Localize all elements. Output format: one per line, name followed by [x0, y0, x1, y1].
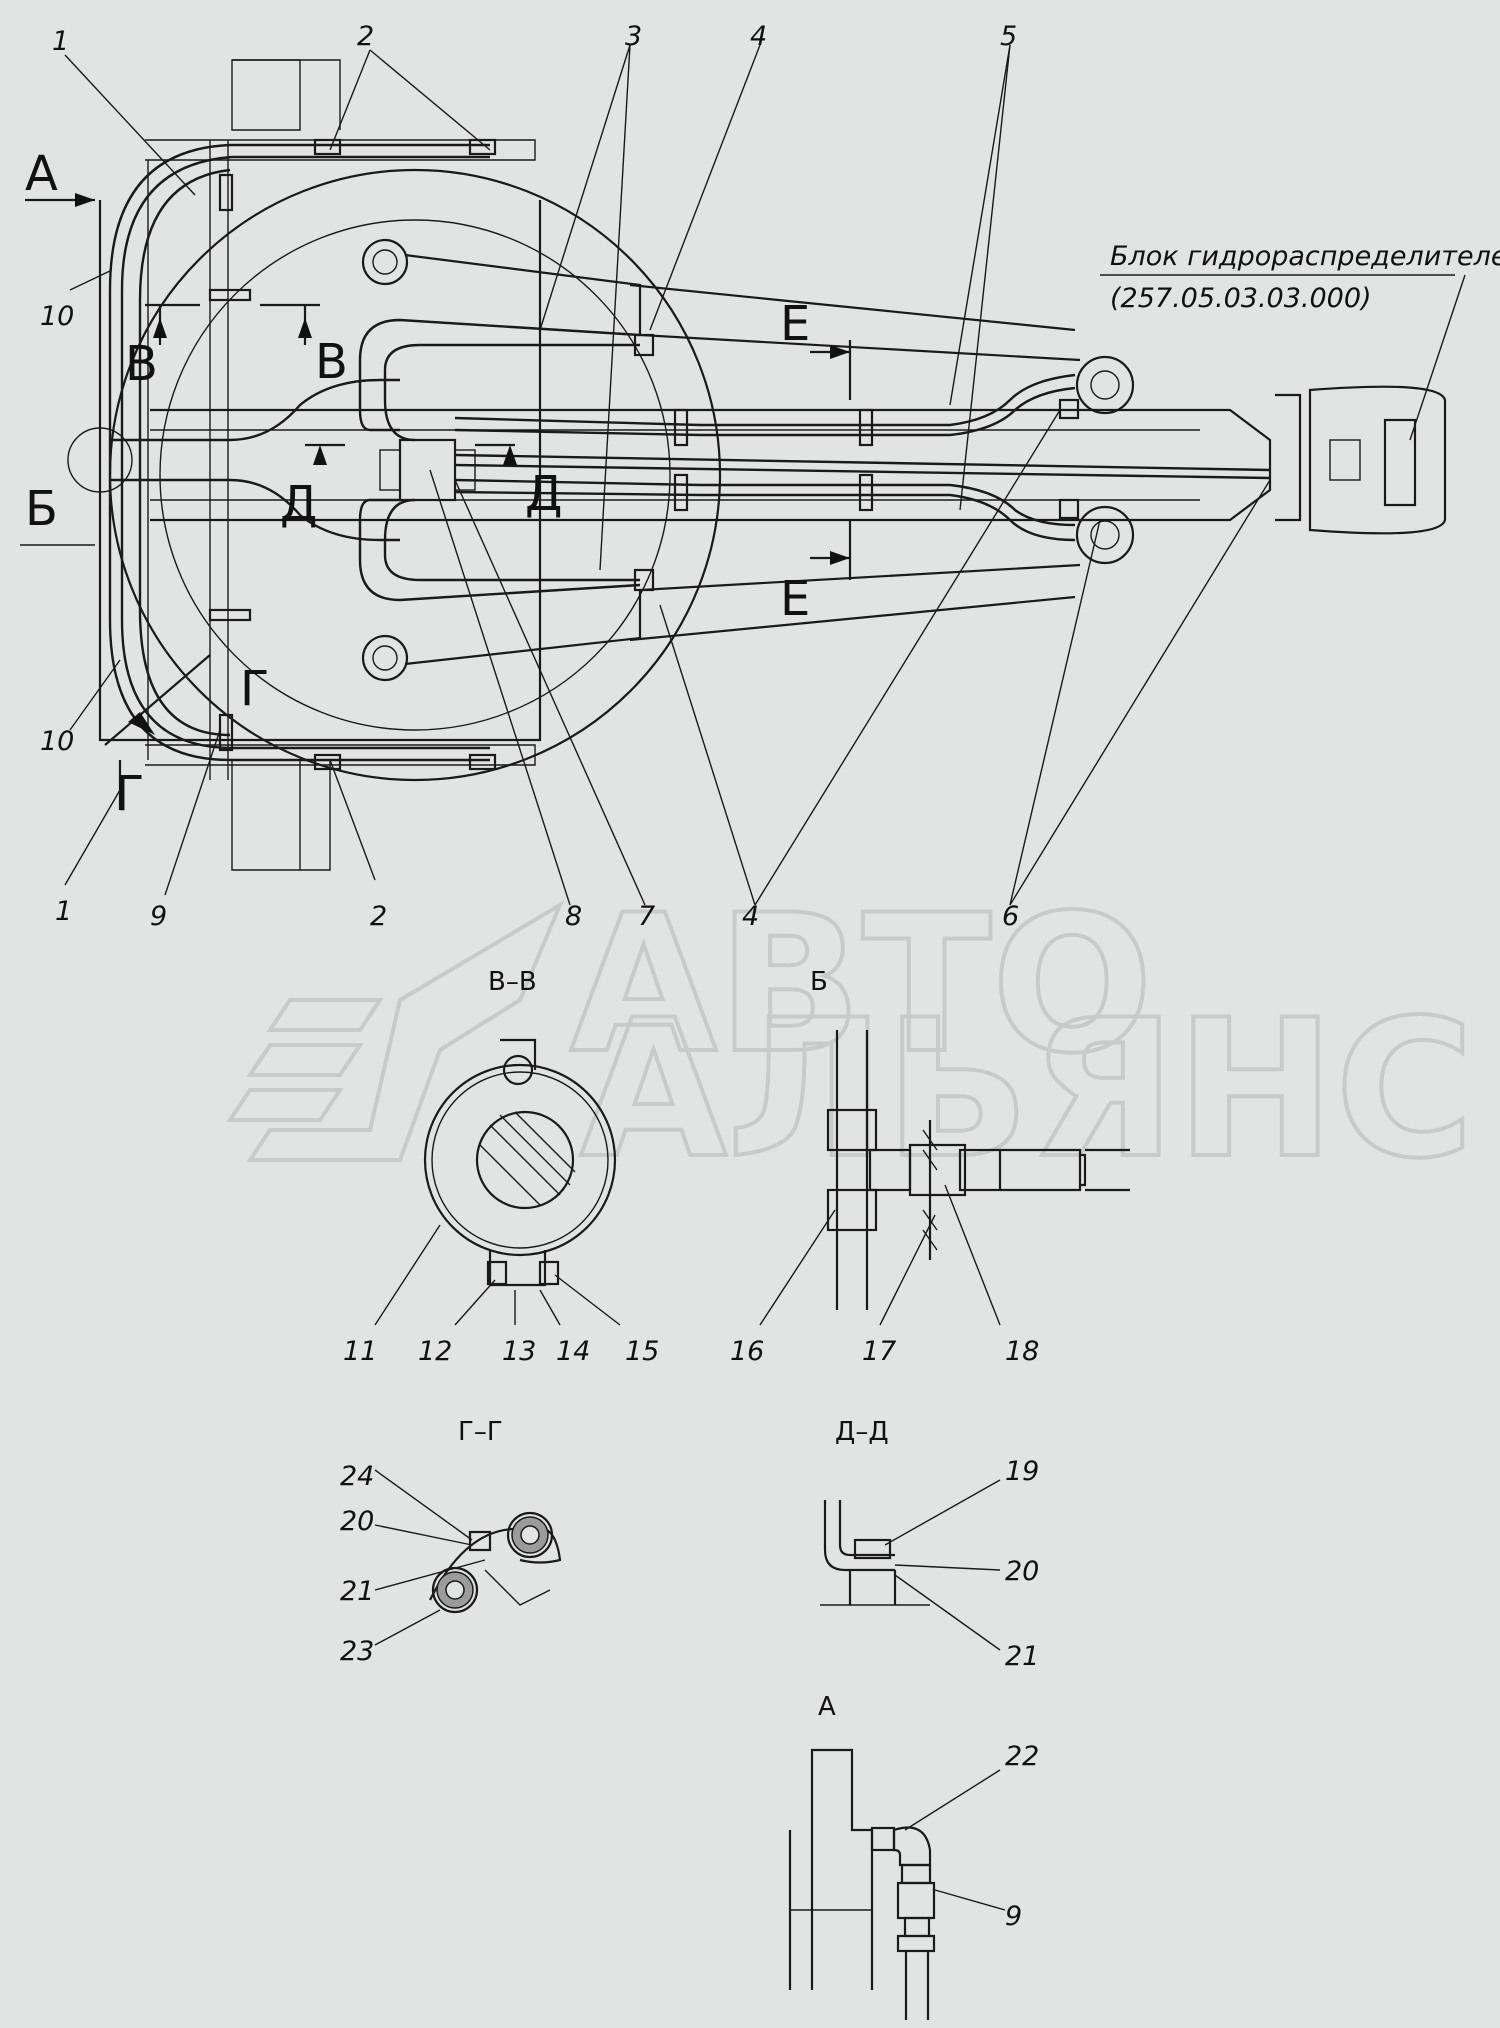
callout-19: 19: [1005, 1456, 1039, 1487]
section-dd: Д–Д 19 20 21: [820, 1417, 1039, 1672]
callout-20-dd: 20: [1005, 1556, 1039, 1587]
callout-11: 11: [343, 1336, 377, 1367]
section-gg: Г–Г 24 20 21 23: [340, 1417, 562, 1667]
callout-10-upper: 10: [40, 301, 74, 332]
section-dd-title: Д–Д: [835, 1417, 889, 1447]
callout-17: 17: [862, 1336, 896, 1367]
callout-24: 24: [340, 1461, 374, 1492]
callout-23: 23: [340, 1636, 374, 1667]
watermark-logo-icon: [226, 900, 565, 1162]
view-mark-v-right: В: [315, 334, 348, 390]
view-mark-v-left: В: [125, 336, 158, 392]
callout-16: 16: [730, 1336, 764, 1367]
callout-22: 22: [1005, 1741, 1039, 1772]
view-a-title: А: [818, 1692, 836, 1722]
callout-9-view-a: 9: [1005, 1901, 1022, 1932]
callout-5: 5: [1000, 21, 1017, 52]
callout-21-gg: 21: [340, 1576, 374, 1607]
callout-4-bottom: 4: [742, 901, 759, 932]
callout-9-main: 9: [150, 901, 167, 932]
section-b: Б 16 17 18: [730, 967, 1130, 1367]
view-mark-e-lower: Е: [780, 571, 810, 627]
section-vv-title: В–В: [488, 967, 537, 997]
watermark: АВТО АЛЬЯНС: [226, 872, 1476, 1202]
callout-10-lower: 10: [40, 726, 74, 757]
callout-7: 7: [638, 901, 655, 932]
view-mark-d-right: Д: [525, 466, 563, 522]
callout-3: 3: [625, 21, 642, 52]
view-mark-g-upper: Г: [240, 661, 269, 717]
view-mark-d-left: Д: [280, 476, 318, 532]
view-mark-a: А: [25, 146, 58, 202]
view-mark-g-lower: Г: [115, 766, 144, 822]
callout-4-top: 4: [750, 21, 767, 52]
callout-2-top: 2: [357, 21, 374, 52]
watermark-line-2: АЛЬЯНС: [580, 979, 1474, 1200]
callout-20-gg: 20: [340, 1506, 374, 1537]
section-vv: В–В 11 12 13 14 15: [343, 967, 659, 1367]
callout-13: 13: [502, 1336, 536, 1367]
watermark-line-1: АВТО: [570, 874, 1153, 1095]
block-label: Блок гидрораспределителей: [1110, 241, 1500, 272]
callout-18: 18: [1005, 1336, 1039, 1367]
callout-1-top: 1: [52, 26, 69, 57]
callout-21-dd: 21: [1005, 1641, 1039, 1672]
callout-2-bottom: 2: [370, 901, 387, 932]
section-gg-title: Г–Г: [458, 1417, 503, 1447]
callout-6: 6: [1002, 901, 1019, 932]
callout-12: 12: [418, 1336, 452, 1367]
callout-14: 14: [556, 1336, 590, 1367]
callout-15: 15: [625, 1336, 659, 1367]
view-a-detail: А 22 9: [788, 1692, 1039, 2020]
callout-1-bottom: 1: [55, 896, 72, 927]
main-view: А Б В В Г Г Д Д Е Е: [20, 21, 1500, 932]
section-b-title: Б: [810, 967, 828, 997]
view-mark-e-upper: Е: [780, 296, 810, 352]
callout-8: 8: [565, 901, 582, 932]
block-code: (257.05.03.03.000): [1110, 283, 1372, 314]
view-mark-b: Б: [25, 481, 58, 537]
